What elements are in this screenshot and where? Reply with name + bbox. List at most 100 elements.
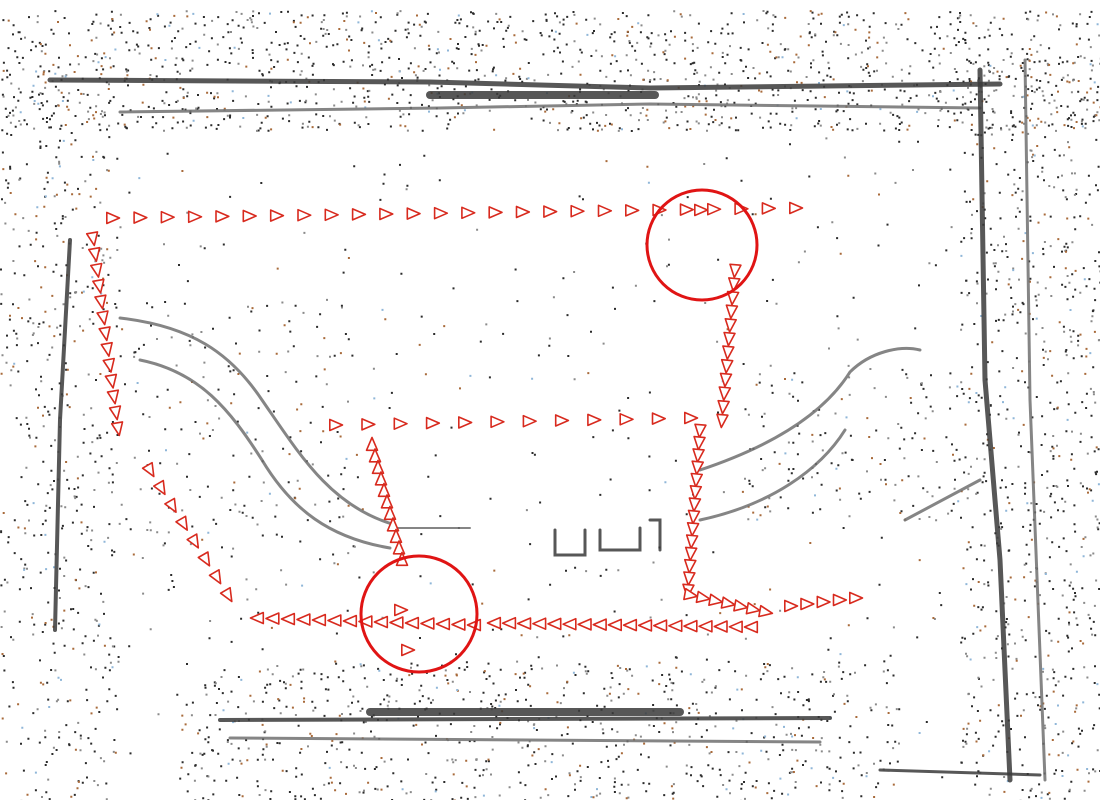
point-cloud-dots-2 [1,10,1100,800]
camera-pose-icon-37 [110,406,121,420]
camera-pose-icon-4 [216,211,229,222]
camera-pose-icon-124 [523,416,536,427]
camera-pose-icon-10 [380,209,393,220]
camera-pose-icon-125 [556,415,569,426]
camera-pose-icon-59 [437,619,450,630]
camera-pose-icon-64 [518,618,531,629]
camera-pose-icon-8 [325,209,338,220]
camera-pose-icon-45 [210,570,221,584]
camera-pose-icon-99 [689,510,700,523]
bottom-right-wall-line [880,770,1040,775]
camera-pose-icon-57 [406,618,419,629]
camera-pose-icon-5 [243,211,256,222]
point-cloud-dots-0 [0,10,1100,800]
right-wall-line [980,70,1010,780]
camera-pose-icon-15 [517,207,530,218]
camera-pose-icon-100 [688,523,699,536]
camera-pose-icon-101 [687,535,698,548]
point-cloud-dots-1 [1,10,1100,800]
camera-pose-icon-119 [362,419,375,430]
camera-pose-icon-120 [394,418,407,429]
camera-pose-icon-48 [266,613,279,624]
camera-pose-icon-12 [435,208,448,219]
camera-pose-icon-78 [729,621,742,632]
camera-pose-icon-108 [709,594,723,605]
camera-pose-icon-41 [165,498,176,512]
camera-pose-icon-32 [99,327,110,341]
camera-pose-icon-42 [176,516,187,530]
camera-pose-icon-19 [626,205,639,216]
camera-pose-icon-28 [91,264,102,278]
camera-pose-icon-38 [112,422,123,436]
bottom-wall-line [220,718,830,720]
camera-pose-icon-104 [684,572,695,585]
camera-pose-icon-80 [730,264,741,277]
camera-pose-icon-18 [599,205,612,216]
camera-pose-icon-17 [571,206,584,217]
camera-pose-icon-74 [669,620,682,631]
camera-pose-icon-75 [684,621,697,632]
camera-pose-icon-55 [375,617,388,628]
camera-pose-icon-115 [817,597,830,608]
camera-pose-icon-68 [578,619,591,630]
camera-pose-icon-93 [694,437,705,450]
camera-pose-icon-16 [544,206,557,217]
camera-pose-icon-142 [402,645,415,656]
camera-pose-icon-29 [93,279,104,293]
camera-pose-icon-110 [734,600,748,611]
camera-pose-icon-13 [462,207,475,218]
right-ramp-upper-curve [700,348,920,470]
top-inner-wall-line [120,104,980,112]
camera-pose-icon-27 [89,248,100,262]
camera-pose-icon-30 [95,295,106,309]
camera-pose-icon-76 [699,621,712,632]
right-ramp-lower-curve [700,430,845,520]
camera-pose-icon-107 [696,592,710,603]
camera-pose-icon-44 [198,552,209,566]
camera-pose-icon-83 [726,305,737,318]
camera-pose-icon-79 [745,622,758,633]
left-wall-line [55,240,70,630]
camera-pose-icon-143 [695,205,708,216]
camera-pose-icon-56 [390,617,403,628]
camera-pose-icon-111 [746,603,760,614]
camera-pose-icon-117 [850,593,863,604]
camera-pose-icon-40 [154,481,165,495]
camera-pose-icon-98 [689,498,700,511]
camera-pose-icon-92 [695,424,706,437]
camera-pose-icon-95 [692,461,703,474]
camera-pose-icon-14 [489,207,502,218]
camera-pose-icon-141 [395,605,408,616]
camera-pose-icon-46 [221,588,232,602]
right-wall-stub [905,480,980,520]
camera-pose-icon-43 [187,534,198,548]
camera-pose-icon-22 [708,204,721,215]
camera-pose-icon-62 [488,618,501,629]
camera-pose-icon-51 [313,615,326,626]
camera-pose-icon-60 [452,619,465,630]
camera-pose-icon-66 [548,618,561,629]
camera-pose-icon-123 [491,416,504,427]
loop-closure-circle-icon-upper-right [647,190,757,300]
camera-pose-icon-67 [563,619,576,630]
camera-pose-icon-11 [407,208,420,219]
camera-pose-icon-127 [620,414,633,425]
camera-pose-icon-7 [298,210,311,221]
center-fixtures [555,520,660,555]
camera-pose-icon-91 [717,414,728,427]
camera-pose-icon-25 [790,203,803,214]
camera-pose-icon-36 [108,390,119,404]
camera-pose-icon-34 [103,359,114,373]
camera-pose-icon-2 [161,212,174,223]
camera-pose-icon-53 [344,616,357,627]
camera-pose-icon-86 [723,346,734,359]
camera-pose-icon-129 [685,413,698,424]
camera-pose-icon-65 [533,618,546,629]
camera-pose-icon-6 [271,210,284,221]
camera-pose-icon-24 [762,203,775,214]
camera-pose-icon-94 [693,449,704,462]
camera-pose-icon-122 [459,417,472,428]
camera-pose-icon-52 [328,615,341,626]
top-wall-line [50,80,1000,88]
